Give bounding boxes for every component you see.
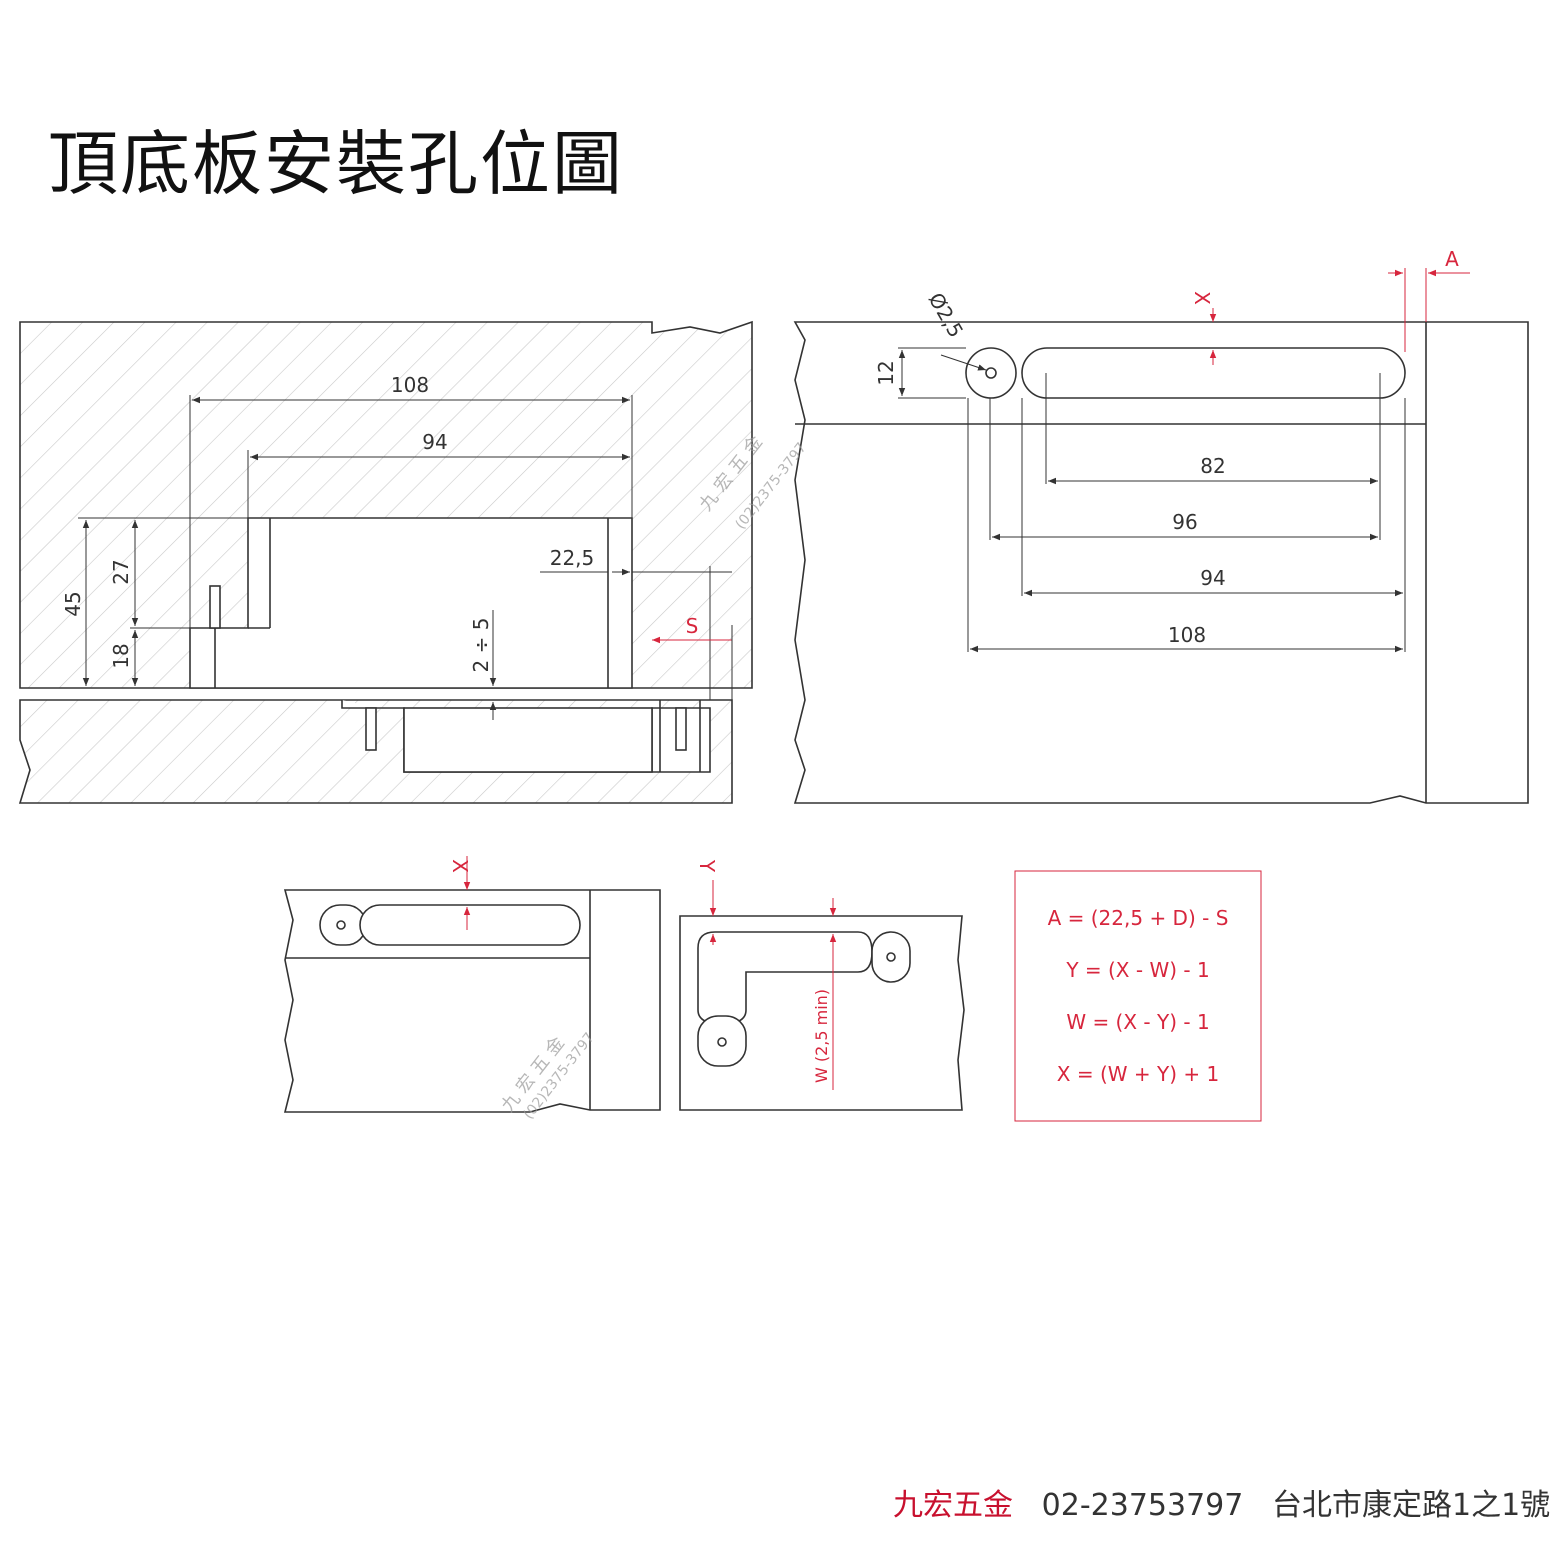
plan-view [793,321,1529,804]
section-dim-108: 108 [391,373,429,397]
hinge-pocket [189,517,633,689]
plan-dim-A: A [1445,247,1459,271]
plan-dimensions [898,268,1470,653]
detail-right [679,915,965,1111]
footer-address: 台北市康定路1之1號 [1271,1488,1551,1523]
footer-brand: 九宏五金 [893,1488,1013,1523]
detail-right-dim-W: W (2,5 min) [812,989,831,1083]
plan-dim-82: 82 [1200,454,1225,478]
formula-Y: Y = (X - W) - 1 [1065,958,1209,982]
formula-W: W = (X - Y) - 1 [1066,1010,1209,1034]
detail-left-dim-X: X [448,859,472,873]
footer-contact: 九宏五金 02-23753797 台北市康定路1之1號 [893,1480,1550,1524]
plan-dim-94: 94 [1200,566,1225,590]
section-dim-18: 18 [109,643,133,668]
plan-dim-96: 96 [1172,510,1197,534]
section-dim-27: 27 [109,559,133,584]
plan-slot-long [1021,347,1406,399]
plan-dim-12: 12 [874,360,898,385]
page-title: 頂底板安裝孔位圖 [48,123,624,205]
section-dimensions [78,395,733,720]
section-dim-S: S [686,614,699,638]
footer-phone: 02-23753797 [1041,1488,1244,1523]
detail-right-dim-Y: Y [695,859,719,873]
formula-A: A = (22,5 + D) - S [1048,906,1229,930]
detail-right-dims [709,880,837,1090]
plan-dim-X: X [1190,291,1214,305]
section-dim-94: 94 [422,430,447,454]
section-view [18,320,753,804]
section-dim-22-5: 22,5 [550,546,595,570]
plan-dim-108: 108 [1168,623,1206,647]
dowel-pin [209,585,221,629]
plan-pin-hole [985,367,997,379]
section-dim-2-5: 2 ÷ 5 [469,618,493,673]
section-dim-45: 45 [61,591,85,616]
formula-X: X = (W + Y) + 1 [1057,1062,1219,1086]
detail-left [283,889,661,1113]
plan-panel [793,321,1529,804]
formula-box [1014,870,1262,1122]
